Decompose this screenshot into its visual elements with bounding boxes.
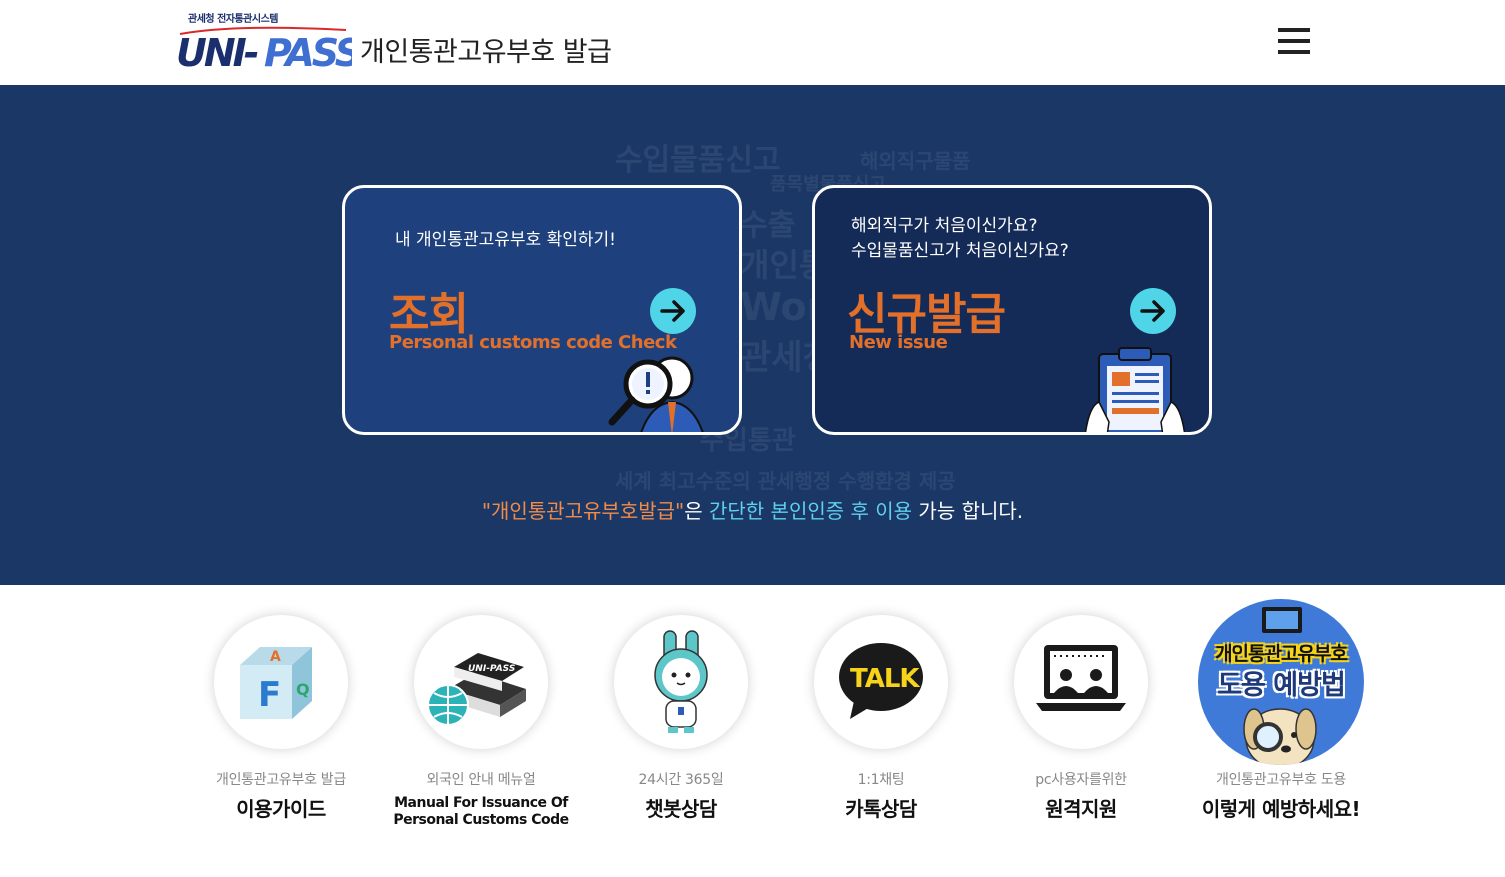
logo-text: UNI- PASS bbox=[176, 24, 364, 79]
faq-cube-icon[interactable]: F A Q bbox=[214, 615, 348, 749]
shortcut-label: 이렇게 예방하세요! bbox=[1201, 797, 1361, 821]
svg-text:Q: Q bbox=[296, 680, 310, 699]
shortcut-sub: 1:1채팅 bbox=[857, 772, 905, 788]
new-issue-subtitle: New issue bbox=[849, 332, 948, 353]
bg-word: 해외직구물품 bbox=[860, 149, 971, 173]
shortcut-kakao[interactable]: TALK 1:1채팅 카톡상담 bbox=[781, 615, 981, 822]
clipboard-document-icon bbox=[1085, 347, 1185, 432]
shortcut-sub: 외국인 안내 메뉴얼 bbox=[426, 772, 536, 788]
shortcut-sub: 개인통관고유부호 도용 bbox=[1216, 772, 1346, 788]
hamburger-menu-icon[interactable] bbox=[1278, 28, 1310, 58]
shortcut-label: 이용가이드 bbox=[236, 797, 326, 821]
shortcut-label: 원격지원 bbox=[1045, 797, 1117, 821]
shortcut-remote[interactable]: pc사용자를위한 원격지원 bbox=[981, 615, 1181, 822]
manual-label-line: Personal Customs Code bbox=[393, 812, 569, 828]
chatbot-rabbit-icon[interactable] bbox=[614, 615, 748, 749]
lookup-description: 내 개인통관고유부호 확인하기! bbox=[395, 230, 616, 250]
shortcut-sub: 개인통관고유부호 발급 bbox=[216, 772, 346, 788]
svg-text:UNI-: UNI- bbox=[176, 31, 258, 72]
menu-bar bbox=[1278, 50, 1310, 54]
manual-books-globe-icon[interactable]: UNI-PASS bbox=[414, 615, 548, 749]
shortcut-manual[interactable]: UNI-PASS 외국인 안내 메뉴얼 Manual For Issuance … bbox=[381, 615, 581, 829]
menu-bar bbox=[1278, 28, 1310, 32]
magnifier-person-icon bbox=[608, 356, 704, 432]
kakao-talk-icon[interactable]: TALK bbox=[814, 615, 948, 749]
svg-text:A: A bbox=[270, 649, 281, 665]
shortcut-label: Manual For Issuance Of Personal Customs … bbox=[381, 795, 581, 829]
new-issue-card[interactable]: 해외직구가 처음이신가요? 수입물품신고가 처음이신가요? 신규발급 New i… bbox=[812, 185, 1212, 435]
remote-support-laptop-icon[interactable] bbox=[1014, 615, 1148, 749]
shortcut-sub: pc사용자를위한 bbox=[1035, 772, 1127, 788]
arrow-right-icon[interactable] bbox=[650, 288, 696, 334]
shortcut-label: 카톡상담 bbox=[845, 797, 917, 821]
bg-word: 수입물품신고 bbox=[615, 143, 781, 178]
page-title: 개인통관고유부호 발급 bbox=[360, 37, 612, 68]
shortcut-chatbot[interactable]: 24시간 365일 챗봇상담 bbox=[581, 615, 781, 822]
svg-text:PASS: PASS bbox=[264, 31, 352, 72]
menu-bar bbox=[1278, 39, 1310, 43]
manual-label-line: Manual For Issuance Of bbox=[394, 795, 568, 811]
lookup-subtitle: Personal customs code Check bbox=[389, 332, 677, 353]
logo-wordmark-icon: UNI- PASS bbox=[176, 26, 364, 75]
header: 관세청 전자통관시스템 UNI- PASS 개인통관고유부호 발급 bbox=[0, 0, 1505, 85]
theft-badge-line: 도용 예방법 bbox=[1217, 670, 1346, 701]
theft-badge-line: 개인통관고유부호 bbox=[1215, 643, 1348, 665]
new-issue-title: 신규발급 bbox=[847, 289, 1006, 340]
arrow-right-icon[interactable] bbox=[1130, 288, 1176, 334]
lookup-title: 조회 bbox=[389, 289, 469, 340]
bg-word: 수출 bbox=[740, 208, 796, 243]
notice-text: 은 bbox=[684, 499, 709, 523]
unipass-logo[interactable]: 관세청 전자통관시스템 UNI- PASS bbox=[176, 10, 364, 75]
lookup-card[interactable]: 내 개인통관고유부호 확인하기! 조회 Personal customs cod… bbox=[342, 185, 742, 435]
hero-banner: 수입물품신고 해외직구물품 품목별물품신고 수출 개인통관 World 관세청 … bbox=[0, 85, 1505, 585]
notice-service-name: "개인통관고유부호발급" bbox=[481, 499, 685, 523]
svg-text:UNI-PASS: UNI-PASS bbox=[468, 664, 515, 674]
shortcut-label: 챗봇상담 bbox=[645, 797, 717, 821]
svg-text:TALK: TALK bbox=[850, 664, 920, 694]
shortcut-sub: 24시간 365일 bbox=[638, 772, 724, 788]
shortcut-theft-prevention[interactable]: 개인통관고유부호 도용 예방법 개인통관고유부호 도용 이렇게 예방하세요! bbox=[1181, 599, 1381, 822]
notice-highlight: 간단한 본인인증 후 이용 bbox=[709, 499, 913, 523]
shortcut-list: F A Q 개인통관고유부호 발급 이용가이드 UNI-PASS 외국인 안내 … bbox=[0, 585, 1505, 877]
bg-word: 세계 최고수준의 관세행정 수행환경 제공 bbox=[615, 469, 956, 493]
svg-text:F: F bbox=[258, 675, 281, 715]
logo-subtitle: 관세청 전자통관시스템 bbox=[188, 14, 278, 25]
shortcut-guide[interactable]: F A Q 개인통관고유부호 발급 이용가이드 bbox=[181, 615, 381, 822]
auth-notice: "개인통관고유부호발급"은 간단한 본인인증 후 이용 가능 합니다. bbox=[0, 495, 1505, 524]
notice-text: 가능 합니다. bbox=[912, 499, 1024, 523]
theft-prevention-dog-icon[interactable]: 개인통관고유부호 도용 예방법 bbox=[1198, 599, 1364, 765]
new-issue-description-2: 수입물품신고가 처음이신가요? bbox=[851, 241, 1069, 261]
new-issue-description-1: 해외직구가 처음이신가요? bbox=[851, 216, 1038, 236]
